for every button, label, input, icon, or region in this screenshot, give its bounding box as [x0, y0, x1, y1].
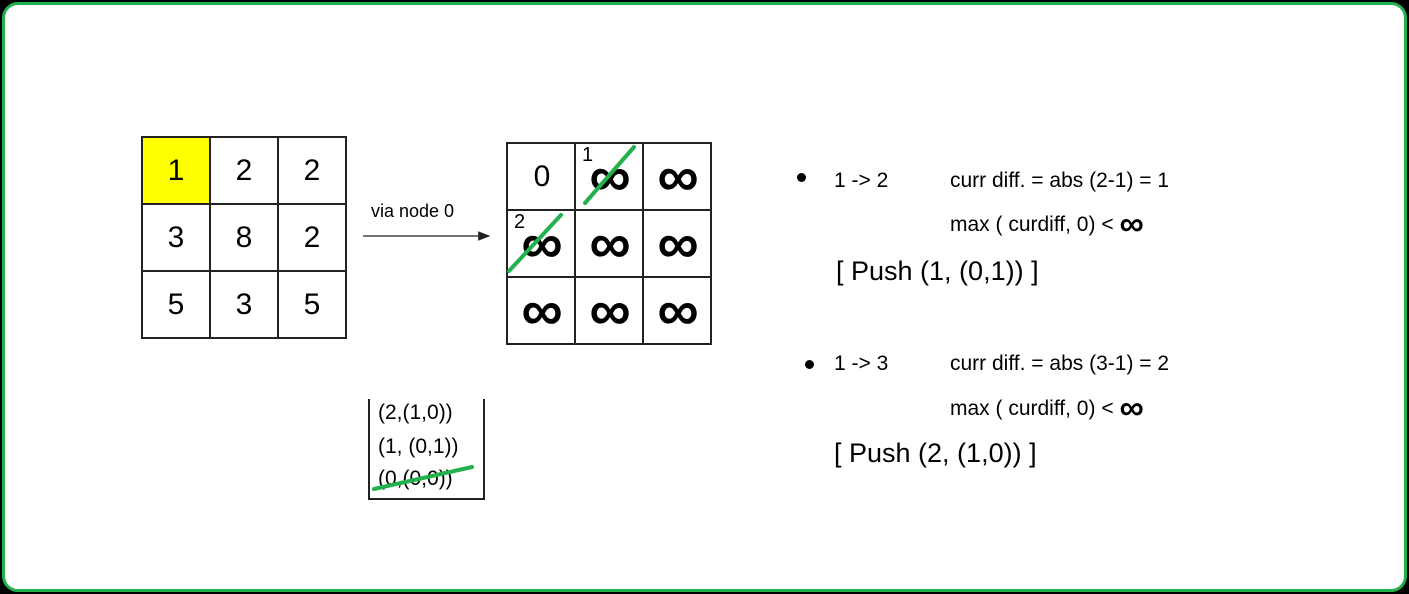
dist-cell: ∞ — [575, 277, 643, 344]
distance-grid: 0 1 ∞ ∞ 2 ∞ ∞ ∞ ∞ ∞ ∞ — [506, 142, 712, 345]
dist-cell: 1 ∞ — [575, 143, 643, 210]
step-push: [ Push (1, (0,1)) ] — [836, 256, 1039, 286]
infinity-icon: ∞ — [1119, 205, 1143, 243]
infinity-icon: ∞ — [589, 278, 630, 343]
infinity-icon: ∞ — [657, 211, 698, 276]
infinity-icon: ∞ — [589, 211, 630, 276]
step-diff: curr diff. = abs (2-1) = 1 — [950, 169, 1170, 192]
queue-item-popped: (0,(0,0)) — [378, 467, 453, 490]
step-max: max ( curdiff, 0) < ∞ — [950, 389, 1144, 428]
infinity-icon: ∞ — [657, 278, 698, 343]
dist-cell: ∞ — [643, 210, 711, 277]
queue-item: (2,(1,0)) — [378, 401, 453, 424]
grid-cell: 8 — [210, 204, 278, 271]
grid-cell: 2 — [278, 137, 346, 204]
step-push: [ Push (2, (1,0)) ] — [834, 438, 1037, 468]
infinity-icon: ∞ — [521, 211, 562, 276]
step-diff: curr diff. = abs (3-1) = 2 — [950, 352, 1170, 375]
dist-cell: 2 ∞ — [507, 210, 575, 277]
dist-updated-label: 2 — [514, 211, 525, 233]
infinity-icon: ∞ — [521, 278, 562, 343]
step-max-text: max ( curdiff, 0) < — [950, 397, 1114, 420]
priority-queue: (2,(1,0)) (1, (0,1)) (0,(0,0)) — [368, 399, 485, 500]
grid-cell: 5 — [142, 271, 210, 338]
step-edge: 1 -> 2 — [834, 169, 889, 192]
bullet-icon — [805, 360, 814, 369]
queue-item: (1, (0,1)) — [378, 435, 459, 458]
infinity-icon: ∞ — [657, 144, 698, 209]
grid-cell-highlighted: 1 — [142, 137, 210, 204]
grid-cell: 2 — [278, 204, 346, 271]
input-grid: 1 2 2 3 8 2 5 3 5 — [141, 136, 347, 339]
grid-cell: 2 — [210, 137, 278, 204]
dist-cell: ∞ — [575, 210, 643, 277]
step-max: max ( curdiff, 0) < ∞ — [950, 205, 1144, 244]
bullet-icon — [797, 173, 806, 182]
infinity-icon: ∞ — [589, 144, 630, 209]
dist-cell: 0 — [507, 143, 575, 210]
grid-cell: 5 — [278, 271, 346, 338]
step-max-text: max ( curdiff, 0) < — [950, 213, 1114, 236]
dist-cell: ∞ — [507, 277, 575, 344]
arrow-label: via node 0 — [371, 201, 455, 221]
dist-value: 0 — [533, 159, 551, 193]
infinity-icon: ∞ — [1119, 389, 1143, 427]
dist-updated-label: 1 — [582, 144, 593, 166]
grid-cell: 3 — [142, 204, 210, 271]
dist-cell: ∞ — [643, 277, 711, 344]
dist-cell: ∞ — [643, 143, 711, 210]
grid-cell: 3 — [210, 271, 278, 338]
step-edge: 1 -> 3 — [834, 352, 889, 375]
